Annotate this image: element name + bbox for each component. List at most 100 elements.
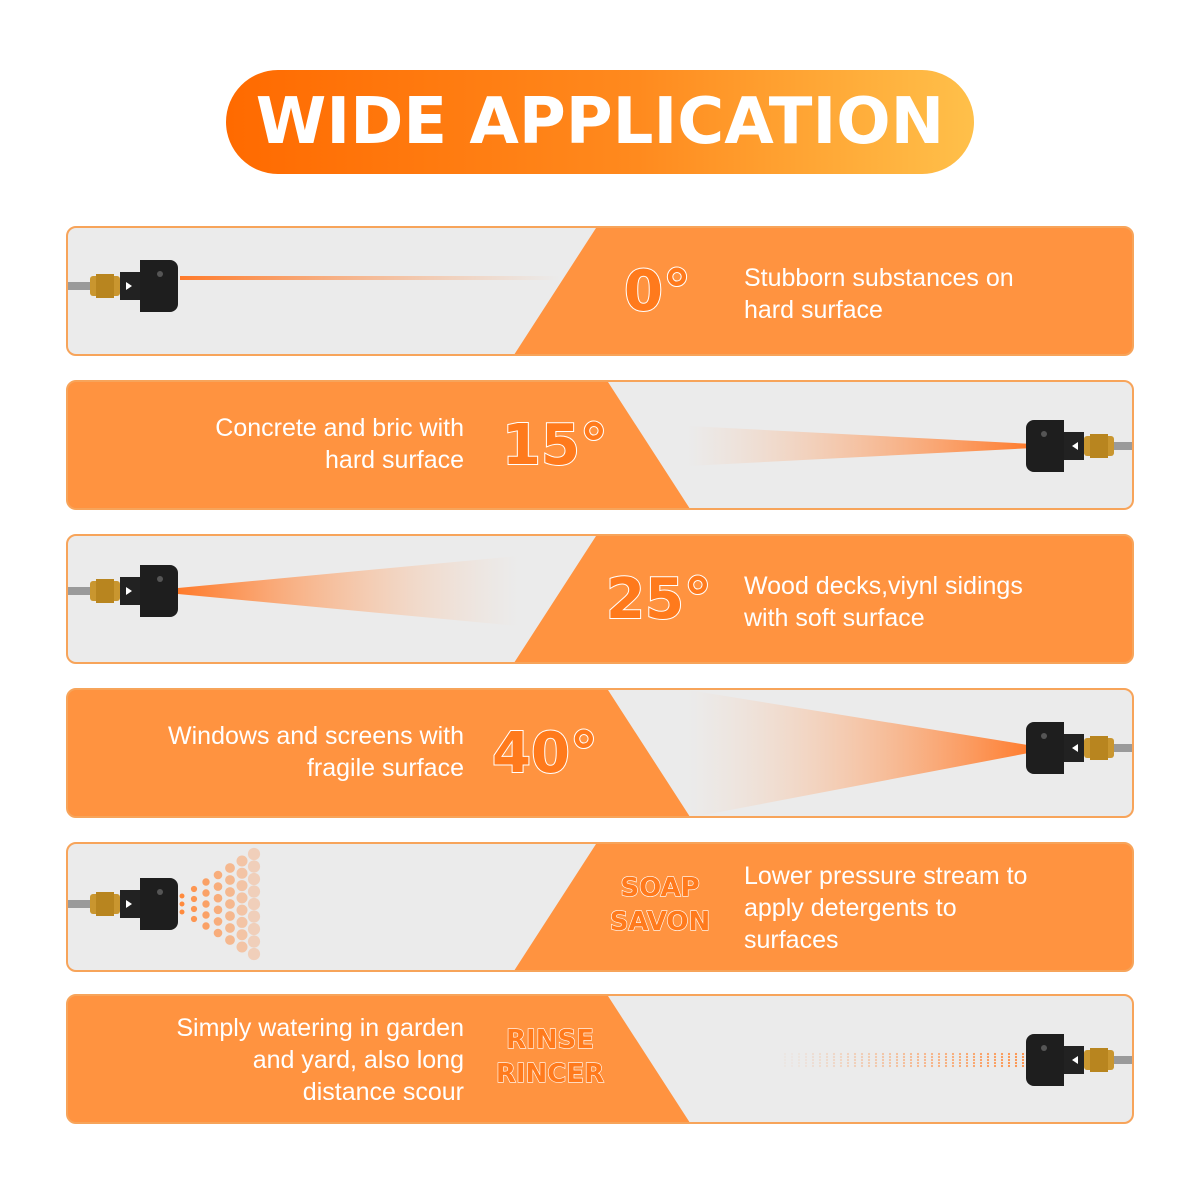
- spray-dot: [811, 1058, 815, 1062]
- row-background: [608, 690, 1132, 816]
- angle-label: RINSE RINCER: [488, 1024, 612, 1092]
- spray-dot: [247, 872, 261, 886]
- spray-dot: [839, 1052, 843, 1056]
- spray-dot: [190, 905, 198, 913]
- spray-dot: [937, 1052, 941, 1056]
- spray-dot: [986, 1064, 990, 1068]
- spray-dot: [804, 1052, 808, 1056]
- angle-line: SOAP: [620, 872, 701, 903]
- spray-dot: [909, 1064, 913, 1068]
- spray-dot: [1000, 1052, 1004, 1056]
- spray-dot: [247, 947, 261, 961]
- spray-dot: [965, 1052, 969, 1056]
- spray-cone: [178, 556, 518, 626]
- angle-line: RINCER: [495, 1058, 605, 1089]
- spray-dot: [881, 1061, 885, 1065]
- spray-dot: [825, 1055, 829, 1059]
- desc-line: Windows and screens with: [168, 722, 464, 750]
- spray-dot: [867, 1058, 871, 1062]
- spray-dot: [979, 1061, 983, 1065]
- spray-dot: [247, 897, 261, 911]
- spray-dot: [1021, 1058, 1025, 1062]
- spray-dot: [811, 1055, 815, 1059]
- spray-dot: [1014, 1058, 1018, 1062]
- angle-label: SOAP SAVON: [598, 872, 722, 940]
- spray-dot: [825, 1052, 829, 1056]
- spray-dot: [923, 1064, 927, 1068]
- spray-dot: [1014, 1052, 1018, 1056]
- nozzle-icon: [1026, 420, 1132, 472]
- desc-line: Simply watering in garden: [176, 1014, 464, 1042]
- spray-dot: [895, 1058, 899, 1062]
- spray-dot: [993, 1055, 997, 1059]
- spray-dot: [846, 1055, 850, 1059]
- desc-line: Wood decks,viynl sidings: [744, 572, 1023, 600]
- spray-dot: [930, 1058, 934, 1062]
- angle-label: 40°: [491, 721, 599, 786]
- spray-dot: [783, 1064, 787, 1068]
- spray-dot: [916, 1055, 920, 1059]
- spray-dot: [958, 1058, 962, 1062]
- spray-dot: [213, 905, 223, 915]
- title-banner: WIDE APPLICATION: [226, 70, 974, 174]
- row-background: [608, 996, 1132, 1122]
- spray-dot: [972, 1061, 976, 1065]
- row-description: Wood decks,viynl sidings with soft surfa…: [744, 570, 1023, 634]
- spray-dot: [811, 1061, 815, 1065]
- spray-dot: [853, 1058, 857, 1062]
- spray-jet: [180, 276, 560, 280]
- spray-dot: [783, 1058, 787, 1062]
- spray-dot: [825, 1058, 829, 1062]
- spray-dot: [804, 1061, 808, 1065]
- nozzle-icon: [68, 260, 178, 312]
- spray-dot: [916, 1061, 920, 1065]
- row-40-degree: Windows and screens with fragile surface…: [66, 688, 1134, 818]
- spray-dot: [944, 1052, 948, 1056]
- spray-dot: [790, 1052, 794, 1056]
- spray-dot: [832, 1052, 836, 1056]
- spray-dot: [832, 1058, 836, 1062]
- nozzle-icon: [1026, 1034, 1132, 1086]
- spray-dot: [860, 1064, 864, 1068]
- spray-dot: [923, 1058, 927, 1062]
- spray-dot: [846, 1052, 850, 1056]
- desc-line: Stubborn substances on: [744, 264, 1014, 292]
- spray-dot: [1007, 1058, 1011, 1062]
- spray-dot: [818, 1061, 822, 1065]
- spray-dot: [930, 1052, 934, 1056]
- spray-dot: [783, 1055, 787, 1059]
- spray-dot: [874, 1064, 878, 1068]
- spray-dots: [179, 847, 261, 961]
- spray-dot: [930, 1064, 934, 1068]
- spray-dot: [867, 1055, 871, 1059]
- spray-dot: [811, 1064, 815, 1068]
- spray-dot: [881, 1055, 885, 1059]
- row-15-degree: Concrete and bric with hard surface 15°: [66, 380, 1134, 510]
- spray-dot: [951, 1058, 955, 1062]
- spray-dot: [916, 1058, 920, 1062]
- spray-dot: [202, 911, 210, 919]
- spray-dot: [853, 1061, 857, 1065]
- spray-dot: [1000, 1055, 1004, 1059]
- desc-line: Lower pressure stream to: [744, 862, 1028, 890]
- spray-dot: [965, 1055, 969, 1059]
- spray-dot: [902, 1052, 906, 1056]
- spray-dot: [179, 893, 185, 899]
- spray-dot: [1000, 1064, 1004, 1068]
- spray-dot: [867, 1061, 871, 1065]
- spray-dot: [846, 1064, 850, 1068]
- spray-dot: [958, 1064, 962, 1068]
- spray-dot: [944, 1064, 948, 1068]
- spray-dot: [818, 1064, 822, 1068]
- spray-dot: [860, 1058, 864, 1062]
- desc-line: hard surface: [325, 446, 464, 474]
- spray-dot: [247, 922, 261, 936]
- spray-dot: [247, 847, 261, 861]
- page-title: WIDE APPLICATION: [255, 85, 945, 159]
- spray-dot: [818, 1055, 822, 1059]
- spray-dot: [944, 1061, 948, 1065]
- spray-dot: [247, 910, 261, 923]
- row-background: [68, 536, 596, 662]
- row-description: Lower pressure stream to apply detergent…: [744, 860, 1027, 956]
- spray-dot: [236, 855, 248, 867]
